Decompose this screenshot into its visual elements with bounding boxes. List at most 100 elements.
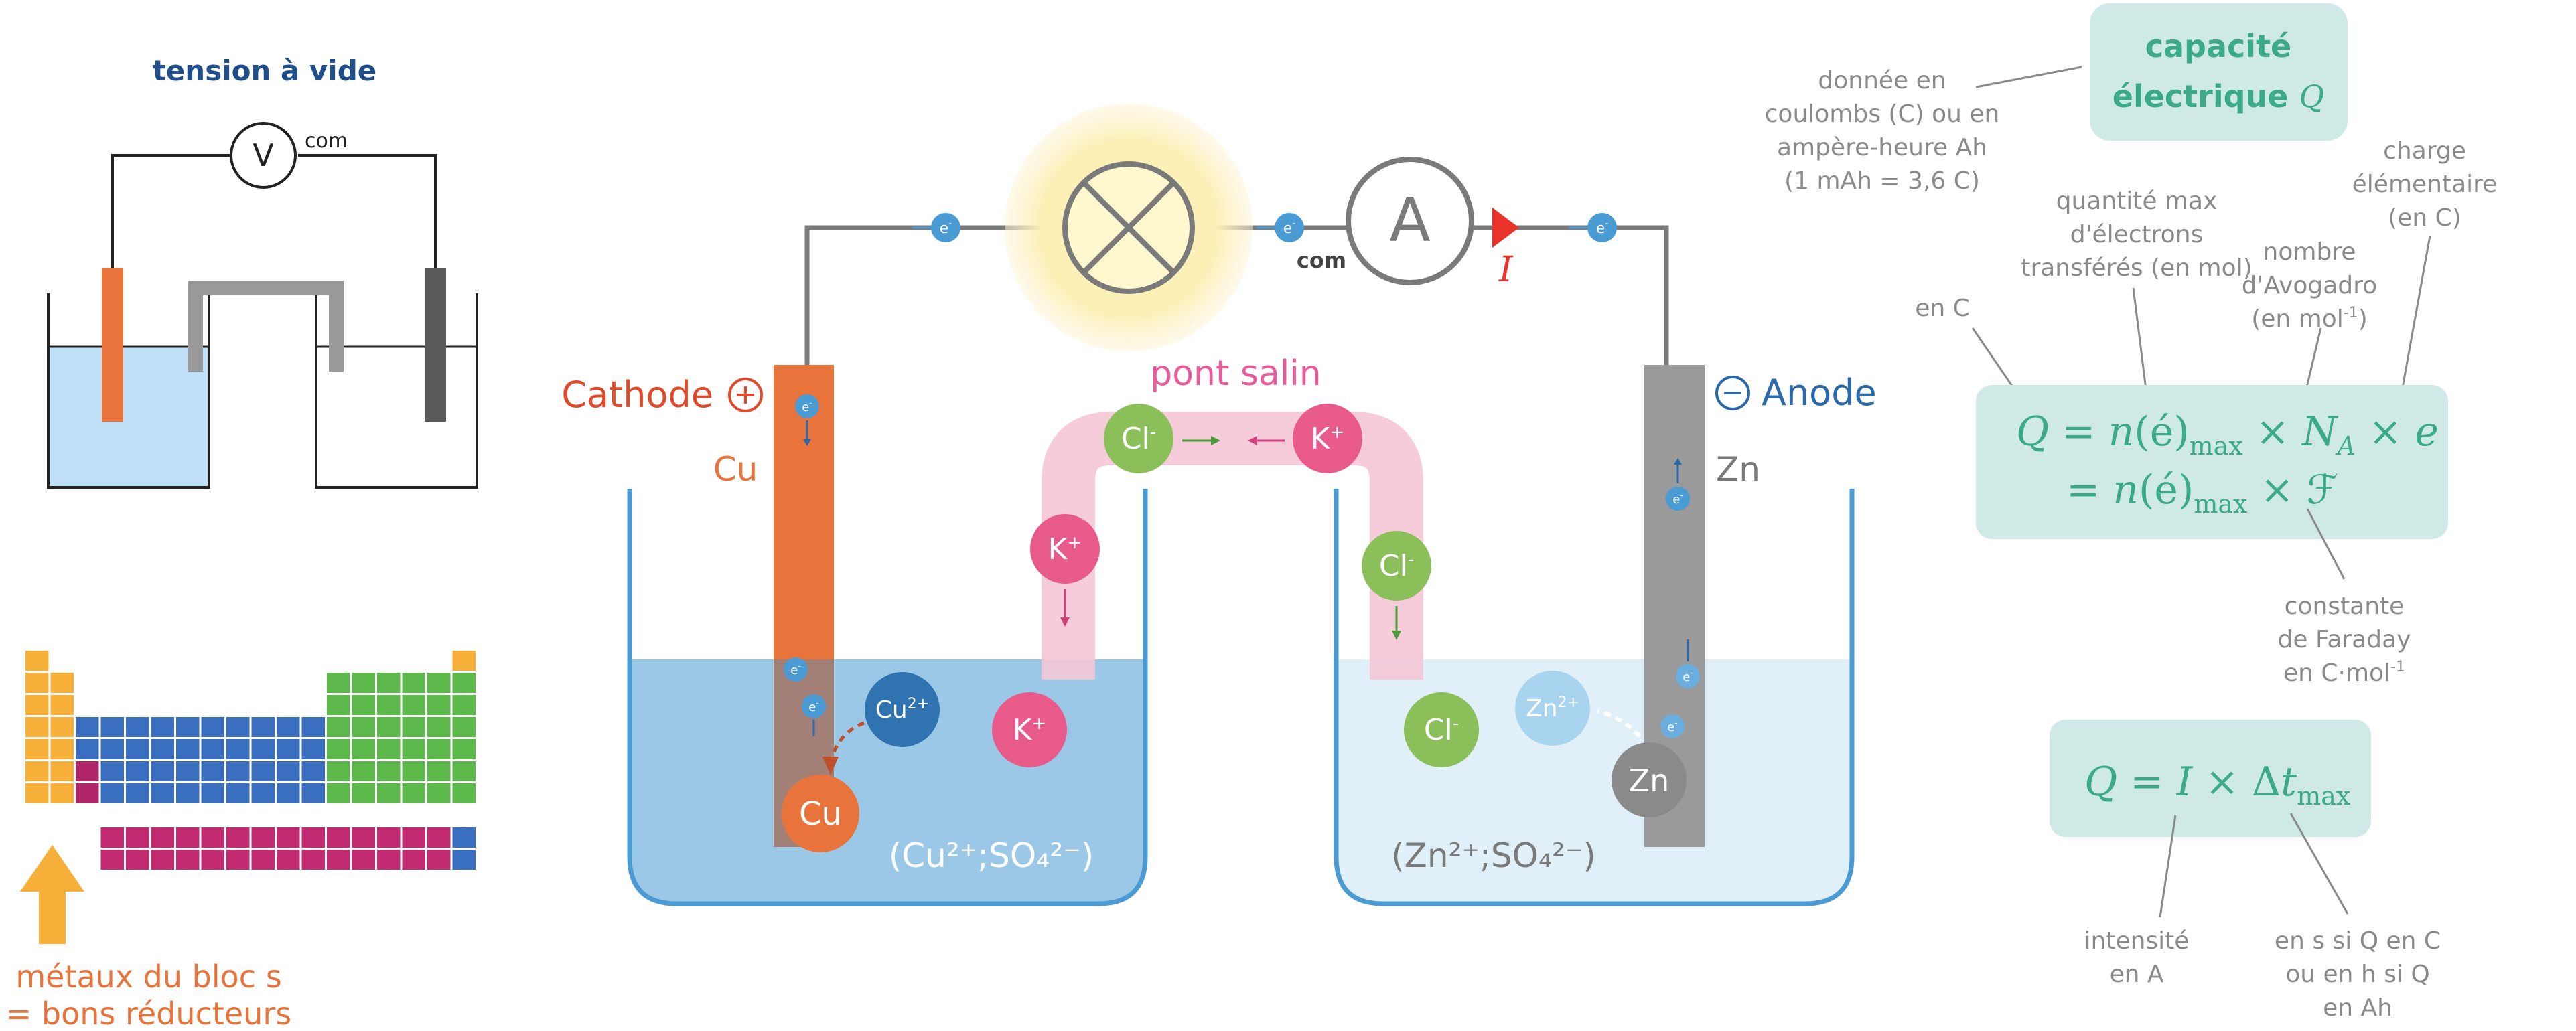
capacity-title-line2: électrique [2113,78,2289,114]
periodic-table-cell [402,717,425,737]
anode-beaker [1334,489,1855,906]
svg-text:électrique Q: électrique Q [2113,78,2324,114]
periodic-table-cell [452,673,476,693]
periodic-table-cell [201,827,224,848]
periodic-table-cell [427,717,451,737]
svg-text:en C·mol-1: en C·mol-1 [2283,659,2405,687]
periodic-table-cell [402,761,425,781]
svg-text:Cl-: Cl- [1379,549,1414,583]
svg-text:coulombs (C) ou en: coulombs (C) ou en [1765,100,2000,128]
periodic-table-cell [452,783,476,803]
formula2-box [2050,720,2371,837]
periodic-table-cell [151,761,174,781]
periodic-table-cell [402,827,425,848]
copper-electrode-small [102,268,123,422]
galvanic-cell: A com I e- e- e- pont salin [561,104,1877,906]
periodic-table-cell [251,717,275,737]
periodic-table-cell [76,761,99,781]
periodic-table-cell [201,783,224,803]
periodic-table-cell [327,673,350,693]
periodic-table-cell [427,783,451,803]
svg-text:Zn: Zn [1629,763,1670,799]
periodic-table-cell [176,717,200,737]
periodic-table-cell [277,783,300,803]
periodic-table-cell [126,783,149,803]
periodic-table-cell [327,783,350,803]
svg-text:de Faraday: de Faraday [2278,626,2411,653]
periodic-table-cell [452,827,476,848]
voltmeter-symbol: V [253,137,274,173]
periodic-table-cell [427,827,451,848]
svg-text:Zn2+: Zn2+ [1526,694,1579,722]
svg-text:Cl-: Cl- [1121,422,1156,456]
periodic-table-cell [251,761,275,781]
open-circuit-salt-bridge [188,281,344,372]
svg-text:ou en h si Q: ou en h si Q [2285,961,2430,988]
units-note: donnée en coulombs (C) ou en ampère-heur… [1765,67,2000,195]
periodic-table-cell [25,783,49,803]
salt-bridge [1042,412,1423,680]
capacity-title-box [2090,3,2348,141]
periodic-table-cell [402,850,425,870]
cathode-beaker [627,489,1148,906]
periodic-table-cell [50,673,74,693]
periodic-table-cell [25,739,49,759]
anode-zn-atom: Zn [1612,742,1687,817]
periodic-table-cell [301,783,325,803]
periodic-table-cell [402,673,425,693]
right-beaker [315,293,478,489]
periodic-table-cell [126,761,149,781]
svg-text:transférés (en mol): transférés (en mol) [2021,254,2252,282]
periodic-table-cell [226,761,250,781]
cathode-solution-label: (Cu²⁺;SO₄²⁻) [889,836,1094,875]
charge-note: charge élémentaire (en C) [2352,137,2498,232]
s-block-arrow [20,845,84,944]
periodic-table-cell [352,673,375,693]
svg-text:K+: K+ [1048,532,1082,566]
capacity-title-symbol: Q [2299,78,2325,114]
svg-text:K+: K+ [1013,713,1047,747]
periodic-table-cell [151,783,174,803]
periodic-table-cell [327,695,350,715]
periodic-table-cell [377,761,401,781]
periodic-table-cell [377,673,401,693]
periodic-table-cell [452,717,476,737]
periodic-table-cell [277,717,300,737]
svg-text:e-: e- [1672,491,1683,507]
svg-text:(1 mAh = 3,6 C): (1 mAh = 3,6 C) [1784,167,1980,195]
periodic-table-cell [226,783,250,803]
periodic-table-cell [25,651,49,671]
capacity-title-line1: capacité [2145,28,2292,64]
cathode-electron-lower-1: e- [784,657,808,682]
periodic-table-cell [151,717,174,737]
periodic-table-cell [50,739,74,759]
periodic-table-cell [176,783,200,803]
svg-text:en A: en A [2109,961,2163,988]
open-circuit-diagram: tension à vide V com [47,54,478,489]
voltmeter-com-label: com [305,129,348,153]
capacity-panel: capacité électrique Q donnée en coulombs… [1765,3,2498,1022]
periodic-table-cell [25,717,49,737]
svg-text:quantité max: quantité max [2056,187,2218,215]
anode-label: Anode [1762,372,1877,414]
open-circuit-title: tension à vide [153,54,377,87]
salt-bridge-label: pont salin [1150,353,1321,394]
periodic-table-cell [452,695,476,715]
periodic-table-cell [176,827,200,848]
periodic-table-cell [427,695,451,715]
periodic-table-cell [100,827,124,848]
svg-text:e-: e- [802,398,812,414]
periodic-table-cell [327,761,350,781]
right-bridge-cl-ion: Cl- [1362,531,1431,601]
svg-text:e-: e- [1596,218,1609,237]
ammeter-com-label: com [1297,248,1346,273]
svg-text:ampère-heure Ah: ampère-heure Ah [1777,134,1987,161]
intensity-note: intensité en A [2084,927,2190,988]
periodic-table-cell [50,761,74,781]
faraday-note: constante de Faraday en C·mol-1 [2278,592,2411,687]
periodic-table-cell [76,739,99,759]
periodic-table-cell [402,695,425,715]
periodic-table-cell [201,739,224,759]
solution-k-ion: K+ [992,692,1067,767]
salt-bridge-k-ion: K+ [1293,404,1362,473]
